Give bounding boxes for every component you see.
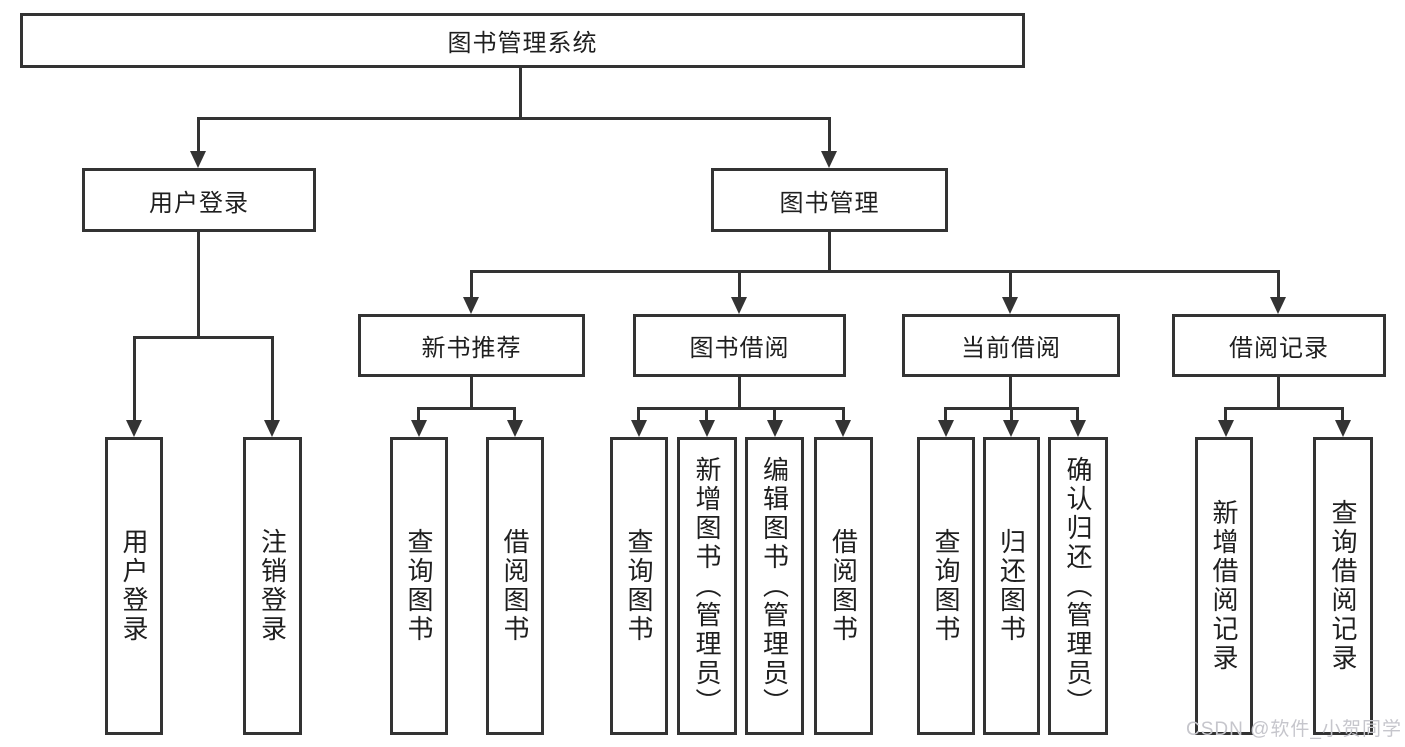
arrow-g3-leaf2-icon [1003,420,1019,437]
connector-login-leaf1-line [133,336,136,422]
node-root-library-system: 图书管理系统 [20,13,1025,68]
arrow-to-borrow-icon [731,297,747,314]
arrow-g2-leaf4-icon [835,420,851,437]
connector-g1-leaf1-line [417,407,420,422]
node-new-book-recommend: 新书推荐 [358,314,585,377]
arrow-g1-leaf1-icon [411,420,427,437]
arrow-g2-leaf3-icon [767,420,783,437]
node-book-borrow: 图书借阅 [633,314,846,377]
arrow-g4-leaf1-icon [1218,420,1234,437]
connector-login-bar [133,336,274,339]
connector-g1-leaf2-line [513,407,516,422]
connector-to-recommend-line [470,270,473,299]
leaf-borrow-book: 借阅图书 [814,437,873,735]
node-current-borrow: 当前借阅 [902,314,1120,377]
csdn-watermark: CSDN @软件_小贺同学 [1186,719,1402,740]
connector-tier1-bar [197,117,831,120]
connector-recommend-bar [418,407,516,410]
arrow-g1-leaf2-icon [507,420,523,437]
connector-borrow-stub [738,377,741,407]
arrow-to-user-login-icon [190,151,206,168]
connector-g4-leaf1-line [1224,407,1227,422]
connector-g3-leaf2-line [1010,407,1013,422]
leaf-query-book-current: 查询图书 [917,437,975,735]
connector-to-book-mgmt-line [828,117,831,153]
leaf-add-book-admin: 新增图书（管理员） [677,437,737,735]
connector-current-stub [1009,377,1012,407]
arrow-g3-leaf3-icon [1070,420,1086,437]
connector-records-stub [1277,377,1280,407]
leaf-return-book: 归还图书 [983,437,1040,735]
leaf-confirm-return-admin: 确认归还（管理员） [1048,437,1108,735]
node-book-management: 图书管理 [711,168,948,232]
connector-g3-leaf1-line [944,407,947,422]
arrow-to-current-icon [1002,297,1018,314]
connector-to-user-login-line [197,117,200,153]
connector-tier2-bar [470,270,1280,273]
node-user-login: 用户登录 [82,168,316,232]
connector-g2-leaf2-line [705,407,708,422]
connector-root-stub [519,68,522,117]
arrow-to-book-mgmt-icon [821,151,837,168]
connector-login-stub [197,232,200,336]
arrow-login-leaf2-icon [264,420,280,437]
arrow-to-recommend-icon [463,297,479,314]
connector-to-current-line [1009,270,1012,299]
connector-g2-leaf1-line [637,407,640,422]
arrow-to-records-icon [1270,297,1286,314]
arrow-g2-leaf1-icon [631,420,647,437]
connector-records-bar [1224,407,1343,410]
connector-g2-leaf4-line [842,407,845,422]
connector-borrow-bar [638,407,844,410]
leaf-query-book-recommend: 查询图书 [390,437,448,735]
connector-g4-leaf2-line [1341,407,1344,422]
leaf-user-login: 用户登录 [105,437,163,735]
connector-g3-leaf3-line [1076,407,1079,422]
connector-to-borrow-line [738,270,741,299]
arrow-g2-leaf2-icon [699,420,715,437]
connector-to-records-line [1277,270,1280,299]
leaf-add-borrow-record: 新增借阅记录 [1195,437,1253,735]
leaf-borrow-book-recommend: 借阅图书 [486,437,544,735]
arrow-g3-leaf1-icon [938,420,954,437]
leaf-edit-book-admin: 编辑图书（管理员） [745,437,804,735]
arrow-login-leaf1-icon [126,420,142,437]
leaf-query-book-borrow: 查询图书 [610,437,668,735]
connector-bookmgmt-stub [828,232,831,270]
leaf-logout: 注销登录 [243,437,302,735]
arrow-g4-leaf2-icon [1335,420,1351,437]
node-borrow-records: 借阅记录 [1172,314,1386,377]
connector-login-leaf2-line [271,336,274,422]
connector-g2-leaf3-line [773,407,776,422]
connector-recommend-stub [470,377,473,407]
leaf-query-borrow-record: 查询借阅记录 [1313,437,1373,735]
